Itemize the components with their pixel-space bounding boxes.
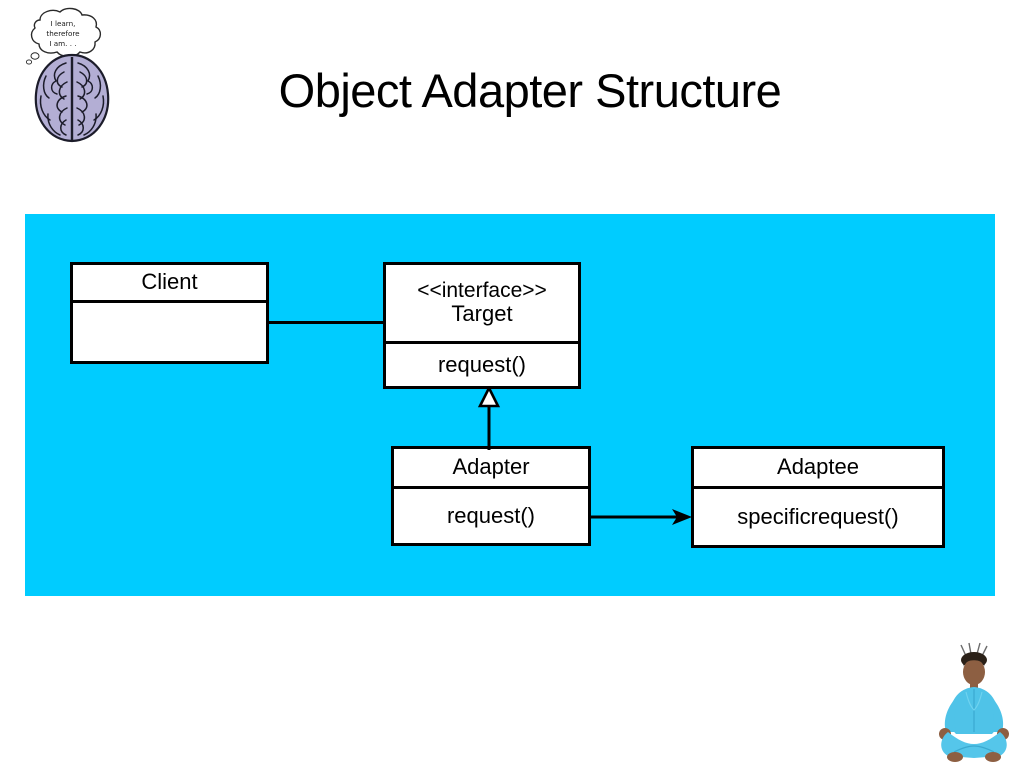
uml-class-name-target: <<interface>> Target <box>386 265 578 344</box>
uml-class-adapter[interactable]: Adapter request() <box>391 446 591 546</box>
uml-class-client[interactable]: Client <box>70 262 269 364</box>
brain-icon <box>34 53 110 143</box>
uml-class-members-client <box>73 303 266 361</box>
uml-class-members-target: request() <box>437 351 527 377</box>
uml-class-members-adapter: request() <box>446 502 536 528</box>
uml-class-members-adaptee: specificrequest() <box>737 503 899 529</box>
page-title: Object Adapter Structure <box>278 64 782 117</box>
association-client-target <box>268 321 384 324</box>
uml-stereotype-target: <<interface>> <box>417 278 547 302</box>
uml-class-target[interactable]: <<interface>> Target request() <box>383 262 581 389</box>
generalization-arrow-adapter-to-target <box>477 386 501 450</box>
association-arrow-adapter-to-adaptee <box>588 509 692 525</box>
uml-class-name-client: Client <box>73 265 266 303</box>
bubble-line-1: I learn, <box>51 19 76 28</box>
uml-class-adaptee[interactable]: Adaptee specificrequest() <box>691 446 945 548</box>
uml-class-title-target: Target <box>451 301 513 327</box>
bubble-line-3: I am. . . <box>49 39 76 48</box>
uml-class-name-adaptee: Adaptee <box>694 449 942 489</box>
uml-class-name-adapter: Adapter <box>394 449 588 489</box>
brain-thinking-logo: I learn, therefore I am. . . <box>8 4 128 144</box>
bubble-line-2: therefore <box>46 29 80 38</box>
meditating-person-image <box>939 642 1009 762</box>
thought-bubble-icon: I learn, therefore I am. . . <box>25 7 102 65</box>
